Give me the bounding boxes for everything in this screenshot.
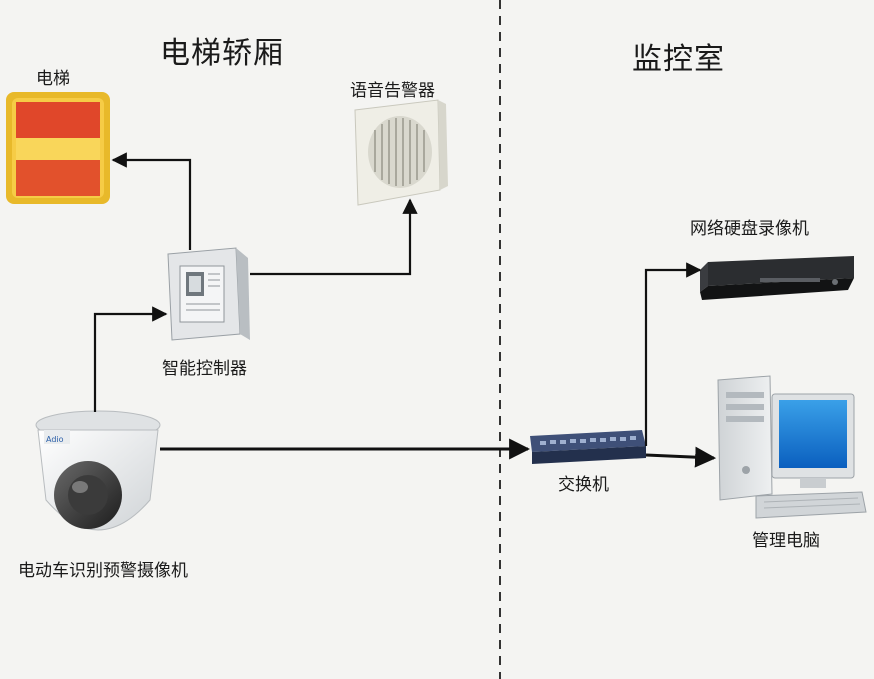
controller-icon	[167, 247, 250, 341]
link-switch-nvr	[644, 262, 702, 446]
elevator-label: 电梯	[36, 69, 70, 89]
camera-label: 电动车识别预警摄像机	[18, 561, 188, 581]
pc-icon	[717, 375, 867, 519]
speaker-label: 语音告警器	[350, 81, 435, 101]
nvr-label: 网络硬盘录像机	[690, 219, 809, 239]
switch-icon	[530, 430, 646, 464]
link-switch-pc	[645, 446, 717, 468]
switch-label: 交换机	[558, 475, 609, 495]
link-controller-elevator	[111, 152, 192, 250]
link-controller-speaker	[250, 198, 418, 276]
speaker-icon	[354, 99, 448, 206]
elevator-icon	[6, 92, 110, 204]
pc-label: 管理电脑	[752, 531, 820, 551]
camera-icon: Adio	[35, 410, 161, 531]
nvr-icon	[700, 256, 854, 300]
region-title-elevator-car: 电梯轿厢	[160, 36, 284, 71]
controller-label: 智能控制器	[162, 359, 247, 379]
svg-text:Adio: Adio	[46, 435, 64, 444]
link-camera-controller	[93, 306, 168, 412]
region-title-monitoring-room: 监控室	[632, 42, 725, 77]
